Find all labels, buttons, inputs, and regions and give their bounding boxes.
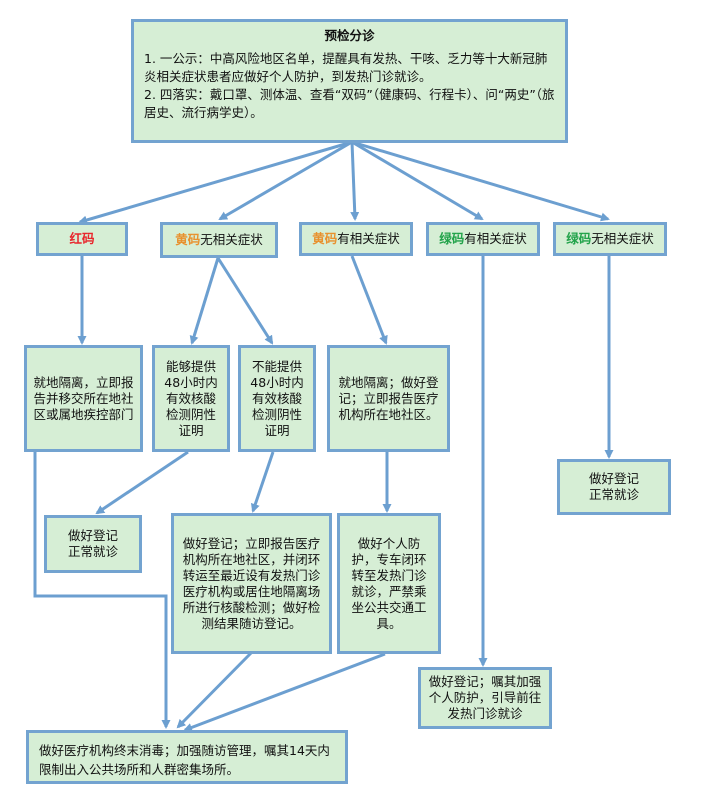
arrow-cannot-to-final xyxy=(176,650,254,729)
arrow-protect-to-final xyxy=(183,652,386,732)
step-can-register-text: 做好登记 正常就诊 xyxy=(67,528,118,559)
precheck-box: 预检分诊 1. 一公示：中高风险地区名单，提醒具有发热、干咳、乏力等十大新冠肺炎… xyxy=(131,19,568,143)
step-can-register-normal: 做好登记 正常就诊 xyxy=(44,515,142,573)
precheck-line1: 1. 一公示：中高风险地区名单，提醒具有发热、干咳、乏力等十大新冠肺炎相关症状患… xyxy=(144,51,548,84)
arrow-red-to-final xyxy=(33,452,171,729)
step-cannot-provide-certificate: 不能提供48小时内有效核酸检测阴性证明 xyxy=(238,345,316,452)
step-red-isolate-report-text: 就地隔离，立即报告并移交所在地社区或属地疾控部门 xyxy=(33,374,134,422)
category-yellow-yes-rest: 有相关症状 xyxy=(337,231,400,246)
arrow-to-green-no xyxy=(351,140,610,222)
category-green-no-rest: 无相关症状 xyxy=(591,231,654,246)
step-green-no-register-text: 做好登记 正常就诊 xyxy=(588,471,639,502)
arrow-cannot-to-register xyxy=(250,451,275,513)
step-cannot-register-transfer: 做好登记；立即报告医疗机构所在地社区，并闭环转运至最近设有发热门诊医疗机构或居住… xyxy=(171,513,332,654)
step-yellow-symptoms-protect-text: 做好个人防护，专车闭环转至发热门诊就诊，严禁乘坐公共交通工具。 xyxy=(351,535,427,631)
step-yellow-symptoms-isolate-text: 就地隔离；做好登记；立即报告医疗机构所在地社区。 xyxy=(338,374,439,422)
category-yellow-with-symptoms: 黄码有相关症状 xyxy=(299,222,413,256)
precheck-line2: 2. 四落实：戴口罩、测体温、查看“双码”（健康码、行程卡）、问“两史”（旅居史… xyxy=(144,87,555,120)
step-red-isolate-report: 就地隔离，立即报告并移交所在地社区或属地疾控部门 xyxy=(24,345,143,452)
code-green-label: 绿码 xyxy=(439,231,465,246)
arrow-yellow-no-to-cannot xyxy=(216,257,274,345)
category-green-with-symptoms: 绿码有相关症状 xyxy=(426,222,540,256)
step-yellow-symptoms-protect: 做好个人防护，专车闭环转至发热门诊就诊，严禁乘坐公共交通工具。 xyxy=(337,513,441,654)
code-green-label: 绿码 xyxy=(566,231,592,246)
final-disinfection-text: 做好医疗机构终末消毒；加强随访管理，嘱其14天内限制出入公共场所和人群密集场所。 xyxy=(39,743,330,777)
step-cannot-provide-text: 不能提供48小时内有效核酸检测阴性证明 xyxy=(250,358,304,438)
category-yellow-no-symptoms: 黄码无相关症状 xyxy=(160,222,278,258)
arrow-can-to-register xyxy=(95,450,189,515)
step-green-symptoms-register: 做好登记；嘱其加强个人防护，引导前往发热门诊就诊 xyxy=(418,667,552,729)
step-green-no-symptoms-register: 做好登记 正常就诊 xyxy=(557,459,671,515)
code-yellow-label: 黄码 xyxy=(312,231,338,246)
category-red: 红码 xyxy=(36,222,128,256)
arrow-to-red xyxy=(78,140,353,225)
category-green-no-symptoms: 绿码无相关症状 xyxy=(553,222,667,256)
code-red-label: 红码 xyxy=(69,231,95,246)
precheck-title: 预检分诊 xyxy=(324,28,375,43)
step-yellow-symptoms-isolate: 就地隔离；做好登记；立即报告医疗机构所在地社区。 xyxy=(327,345,450,452)
arrow-to-yellow-no xyxy=(218,140,353,221)
arrow-yellow-no-to-can xyxy=(189,257,220,345)
step-can-provide-certificate: 能够提供48小时内有效核酸检测阴性证明 xyxy=(152,345,230,452)
arrow-to-yellow-yes xyxy=(350,141,360,221)
arrow-yellow-yes-to-isolate xyxy=(350,255,388,345)
final-disinfection-box: 做好医疗机构终末消毒；加强随访管理，嘱其14天内限制出入公共场所和人群密集场所。 xyxy=(26,730,348,784)
step-cannot-register-text: 做好登记；立即报告医疗机构所在地社区，并闭环转运至最近设有发热门诊医疗机构或居住… xyxy=(182,535,321,631)
category-yellow-no-rest: 无相关症状 xyxy=(200,232,263,247)
arrow-to-green-yes xyxy=(351,140,484,221)
category-green-yes-rest: 有相关症状 xyxy=(464,231,527,246)
step-can-provide-text: 能够提供48小时内有效核酸检测阴性证明 xyxy=(164,358,218,438)
step-green-symptoms-register-text: 做好登记；嘱其加强个人防护，引导前往发热门诊就诊 xyxy=(428,674,542,721)
code-yellow-label: 黄码 xyxy=(175,232,201,247)
